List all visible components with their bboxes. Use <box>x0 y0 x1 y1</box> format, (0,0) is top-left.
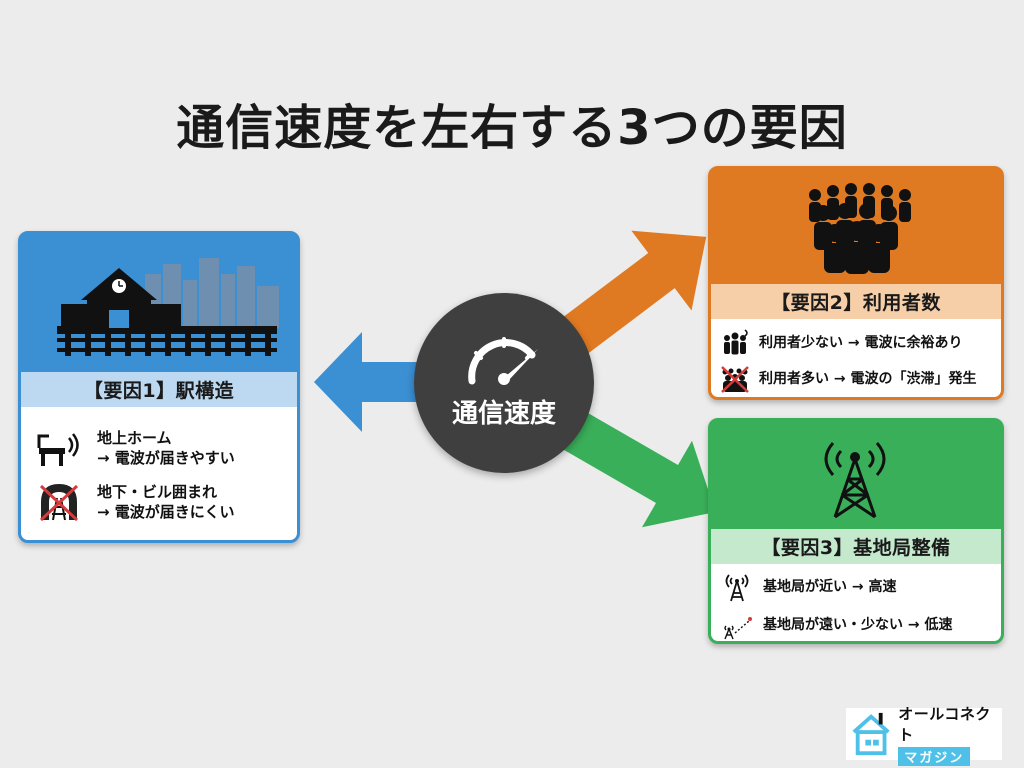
factor3-row: 基地局が遠い・少ない → 低速 <box>711 606 1001 641</box>
factor3-heading: 【要因3】基地局整備 <box>711 529 1001 564</box>
logo-line1: オールコネクト <box>898 704 991 744</box>
factor2-body: 利用者少ない → 電波に余裕あり 利用者多い → 電波の「渋滞」発生 <box>711 319 1001 397</box>
factor3-row2-text: 基地局が遠い・少ない → 低速 <box>763 616 953 633</box>
factor2-card: 【要因2】利用者数 利用者少ない → 電波に余裕あり <box>708 166 1004 400</box>
tunnel-crossed-icon <box>35 480 83 524</box>
factor3-illustration <box>711 421 1001 529</box>
factor1-heading: 【要因1】駅構造 <box>21 372 297 407</box>
page-title: 通信速度を左右する3つの要因 <box>176 100 848 156</box>
factor2-row: 利用者多い → 電波の「渋滞」発生 <box>711 361 1001 397</box>
factor1-illustration <box>21 234 297 372</box>
factor1-row2-line1: 地下・ビル囲まれ <box>97 482 218 501</box>
arrow-to-factor1 <box>314 332 420 432</box>
factor2-row: 利用者少ない → 電波に余裕あり <box>711 325 1001 361</box>
brand-logo: オールコネクト マガジン <box>846 705 1002 766</box>
arrow-to-factor3 <box>559 408 716 528</box>
factor2-row2-text: 利用者多い → 電波の「渋滞」発生 <box>759 370 977 387</box>
factor1-card: 【要因1】駅構造 地上ホーム → 電波が届きやすい <box>18 231 300 543</box>
factor2-heading: 【要因2】利用者数 <box>711 284 1001 319</box>
factor1-body: 地上ホーム → 電波が届きやすい 地下・ビル囲まれ → 電波が届きにくい <box>21 407 297 540</box>
speedometer-icon <box>468 337 538 385</box>
factor1-row1-line2: → 電波が届きやすい <box>97 449 235 467</box>
near-tower-icon <box>721 571 753 603</box>
cell-tower-icon <box>824 442 886 519</box>
factor3-body: 基地局が近い → 高速 基地局が遠い・少ない → 低速 <box>711 564 1001 641</box>
crowd-icon <box>809 183 911 274</box>
factor2-illustration <box>711 169 1001 284</box>
station-icon <box>57 258 279 356</box>
factor2-row1-text: 利用者少ない → 電波に余裕あり <box>759 334 963 351</box>
factor3-card: 【要因3】基地局整備 基地局が近い → 高速 <box>708 418 1004 644</box>
factor3-row1-text: 基地局が近い → 高速 <box>763 578 897 595</box>
hub-label: 通信速度 <box>451 399 556 429</box>
factor3-row: 基地局が近い → 高速 <box>711 568 1001 606</box>
house-logo-icon <box>852 712 890 756</box>
far-tower-icon <box>721 609 753 641</box>
factor1-row2-line2: → 電波が届きにくい <box>97 503 235 521</box>
factor1-row: 地下・ビル囲まれ → 電波が届きにくい <box>21 475 297 529</box>
speed-hub: 通信速度 <box>414 293 594 473</box>
few-people-icon <box>719 328 751 358</box>
factor1-row1-line1: 地上ホーム <box>97 428 172 447</box>
logo-line2: マガジン <box>898 746 971 766</box>
factor1-row: 地上ホーム → 電波が届きやすい <box>21 421 297 475</box>
platform-signal-icon <box>35 426 83 470</box>
arrow-to-factor2 <box>558 230 707 356</box>
many-people-crossed-icon <box>719 364 751 394</box>
